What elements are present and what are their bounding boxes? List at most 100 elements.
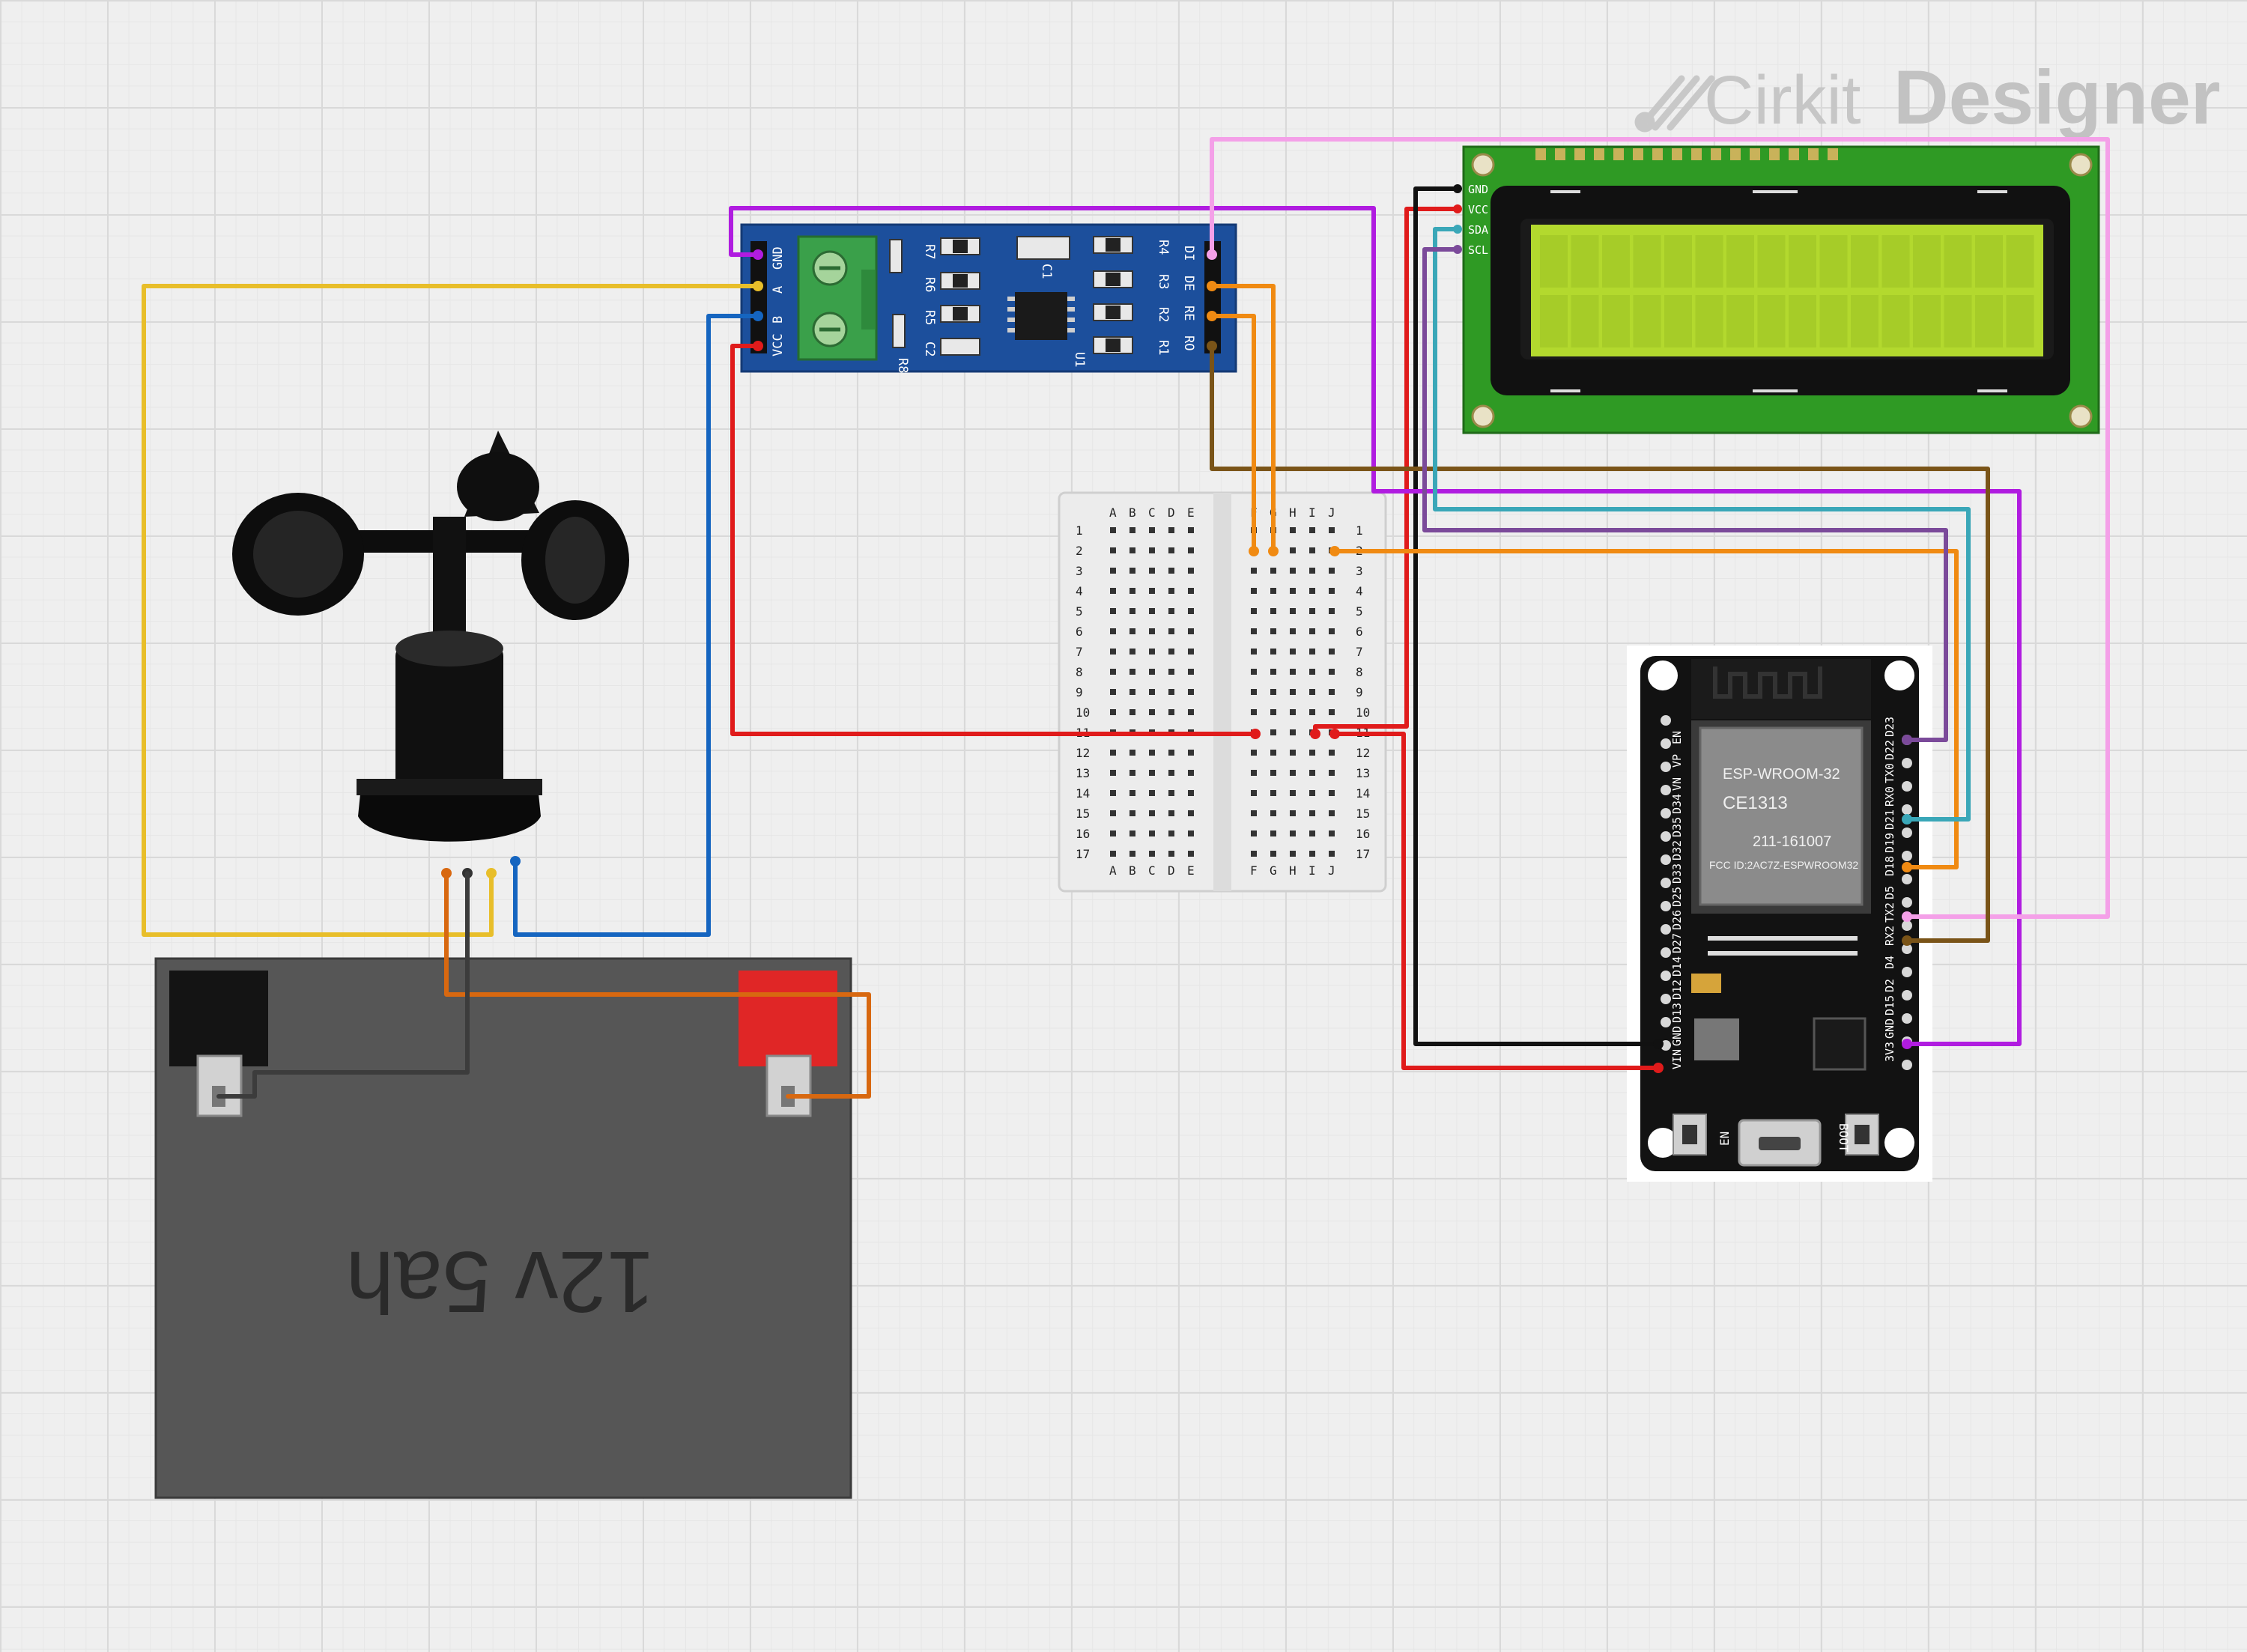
breadboard-hole[interactable] bbox=[1270, 689, 1276, 695]
breadboard-hole[interactable] bbox=[1149, 689, 1155, 695]
esp32-pin-left[interactable] bbox=[1661, 738, 1671, 749]
breadboard-hole[interactable] bbox=[1309, 810, 1315, 816]
breadboard-hole[interactable] bbox=[1309, 770, 1315, 776]
breadboard-hole[interactable] bbox=[1270, 709, 1276, 715]
breadboard-hole[interactable] bbox=[1129, 851, 1135, 857]
breadboard-hole[interactable] bbox=[1110, 750, 1116, 756]
rs485-module[interactable]: R7 R6 R5 C2 R8 C1 U1 R4 R3 R2 R1 GND A B… bbox=[740, 223, 1237, 373]
breadboard-hole[interactable] bbox=[1188, 851, 1194, 857]
breadboard-hole[interactable] bbox=[1149, 568, 1155, 574]
wire-orange-re[interactable] bbox=[1210, 314, 1256, 553]
breadboard-hole[interactable] bbox=[1188, 588, 1194, 594]
breadboard-hole[interactable] bbox=[1110, 810, 1116, 816]
breadboard-hole[interactable] bbox=[1309, 689, 1315, 695]
breadboard-hole[interactable] bbox=[1168, 770, 1174, 776]
breadboard-hole[interactable] bbox=[1168, 830, 1174, 836]
anemometer[interactable] bbox=[232, 431, 629, 878]
breadboard-hole[interactable] bbox=[1251, 588, 1257, 594]
breadboard-hole[interactable] bbox=[1129, 709, 1135, 715]
breadboard-hole[interactable] bbox=[1290, 568, 1296, 574]
breadboard-hole[interactable] bbox=[1168, 568, 1174, 574]
breadboard-hole[interactable] bbox=[1251, 750, 1257, 756]
breadboard-hole[interactable] bbox=[1149, 790, 1155, 796]
breadboard-hole[interactable] bbox=[1270, 568, 1276, 574]
breadboard-hole[interactable] bbox=[1251, 709, 1257, 715]
breadboard-hole[interactable] bbox=[1270, 830, 1276, 836]
breadboard-hole[interactable] bbox=[1168, 689, 1174, 695]
breadboard-hole[interactable] bbox=[1110, 709, 1116, 715]
breadboard-hole[interactable] bbox=[1188, 830, 1194, 836]
battery[interactable]: 12v 5ah bbox=[154, 957, 852, 1499]
breadboard-hole[interactable] bbox=[1110, 608, 1116, 614]
breadboard-hole[interactable] bbox=[1188, 709, 1194, 715]
breadboard-hole[interactable] bbox=[1329, 527, 1335, 533]
breadboard-hole[interactable] bbox=[1110, 628, 1116, 634]
breadboard-hole[interactable] bbox=[1329, 810, 1335, 816]
breadboard-hole[interactable] bbox=[1309, 830, 1315, 836]
breadboard-hole[interactable] bbox=[1110, 830, 1116, 836]
breadboard-hole[interactable] bbox=[1329, 770, 1335, 776]
breadboard-hole[interactable] bbox=[1129, 547, 1135, 553]
breadboard-hole[interactable] bbox=[1110, 689, 1116, 695]
breadboard-hole[interactable] bbox=[1188, 689, 1194, 695]
breadboard-hole[interactable] bbox=[1110, 547, 1116, 553]
breadboard-hole[interactable] bbox=[1290, 810, 1296, 816]
esp32-pin-left[interactable] bbox=[1661, 808, 1671, 819]
esp32-pin-right[interactable] bbox=[1902, 781, 1912, 792]
wire-red-esp-vin[interactable] bbox=[1332, 732, 1661, 1070]
breadboard-hole[interactable] bbox=[1270, 810, 1276, 816]
breadboard-hole[interactable] bbox=[1129, 669, 1135, 675]
breadboard-hole[interactable] bbox=[1188, 568, 1194, 574]
esp32-pin-left[interactable] bbox=[1661, 831, 1671, 842]
breadboard-hole[interactable] bbox=[1329, 568, 1335, 574]
wire-orange-d18[interactable] bbox=[1332, 549, 1959, 869]
breadboard-hole[interactable] bbox=[1309, 527, 1315, 533]
esp32-pin-right[interactable] bbox=[1902, 758, 1912, 768]
breadboard-hole[interactable] bbox=[1149, 527, 1155, 533]
breadboard-hole[interactable] bbox=[1168, 588, 1174, 594]
esp32-pin-left[interactable] bbox=[1661, 762, 1671, 772]
breadboard-hole[interactable] bbox=[1290, 851, 1296, 857]
breadboard-hole[interactable] bbox=[1290, 608, 1296, 614]
breadboard-hole[interactable] bbox=[1329, 750, 1335, 756]
breadboard-hole[interactable] bbox=[1129, 770, 1135, 776]
wire-orange-de[interactable] bbox=[1210, 284, 1276, 553]
breadboard-hole[interactable] bbox=[1290, 770, 1296, 776]
breadboard-hole[interactable] bbox=[1168, 790, 1174, 796]
breadboard-hole[interactable] bbox=[1270, 669, 1276, 675]
breadboard-hole[interactable] bbox=[1270, 729, 1276, 735]
breadboard-hole[interactable] bbox=[1290, 649, 1296, 655]
esp32-pin-left[interactable] bbox=[1661, 715, 1671, 726]
breadboard-hole[interactable] bbox=[1309, 669, 1315, 675]
breadboard-hole[interactable] bbox=[1329, 709, 1335, 715]
esp32-pin-right[interactable] bbox=[1902, 804, 1912, 815]
breadboard-hole[interactable] bbox=[1149, 669, 1155, 675]
breadboard-hole[interactable] bbox=[1110, 790, 1116, 796]
breadboard-hole[interactable] bbox=[1290, 729, 1296, 735]
breadboard-hole[interactable] bbox=[1329, 628, 1335, 634]
esp32-pin-left[interactable] bbox=[1661, 971, 1671, 981]
breadboard-hole[interactable] bbox=[1309, 649, 1315, 655]
esp32-pin-left[interactable] bbox=[1661, 785, 1671, 795]
wire-yellow[interactable] bbox=[142, 284, 760, 937]
breadboard-hole[interactable] bbox=[1270, 750, 1276, 756]
breadboard-hole[interactable] bbox=[1329, 689, 1335, 695]
breadboard-hole[interactable] bbox=[1270, 649, 1276, 655]
breadboard-hole[interactable] bbox=[1129, 750, 1135, 756]
breadboard-hole[interactable] bbox=[1149, 649, 1155, 655]
breadboard-hole[interactable] bbox=[1329, 790, 1335, 796]
breadboard-hole[interactable] bbox=[1309, 547, 1315, 553]
breadboard-hole[interactable] bbox=[1309, 709, 1315, 715]
breadboard-hole[interactable] bbox=[1168, 628, 1174, 634]
breadboard-hole[interactable] bbox=[1188, 649, 1194, 655]
breadboard-hole[interactable] bbox=[1129, 790, 1135, 796]
breadboard-hole[interactable] bbox=[1188, 669, 1194, 675]
breadboard-hole[interactable] bbox=[1149, 709, 1155, 715]
breadboard-hole[interactable] bbox=[1329, 830, 1335, 836]
breadboard-hole[interactable] bbox=[1149, 588, 1155, 594]
breadboard-hole[interactable] bbox=[1309, 790, 1315, 796]
breadboard-hole[interactable] bbox=[1129, 568, 1135, 574]
breadboard-hole[interactable] bbox=[1290, 547, 1296, 553]
breadboard-hole[interactable] bbox=[1270, 628, 1276, 634]
